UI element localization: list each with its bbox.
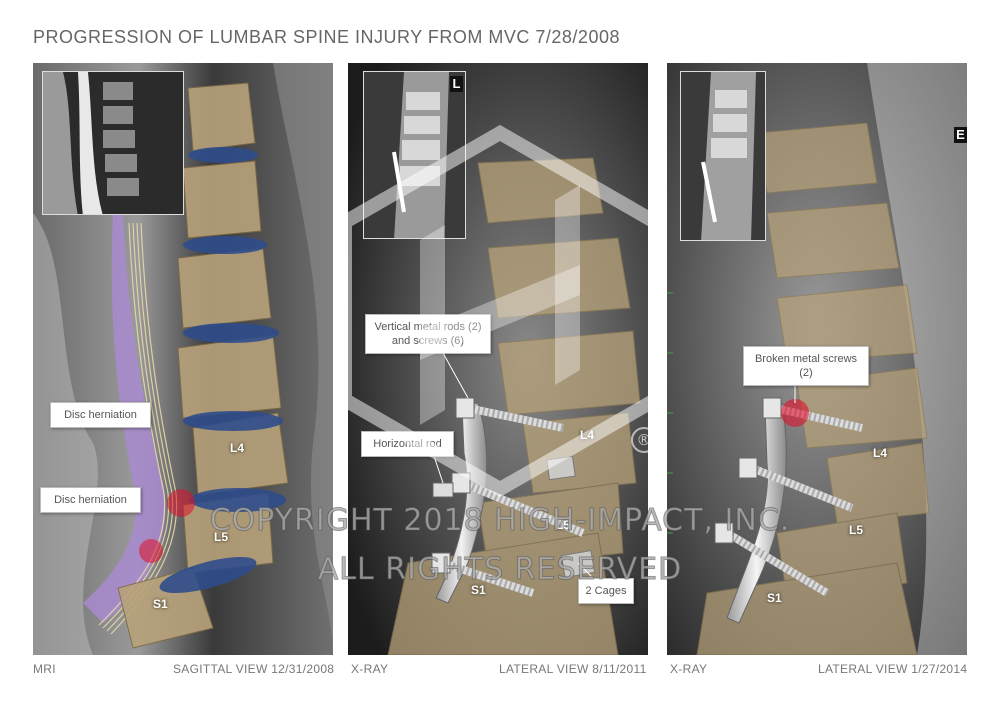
panel3-view: LATERAL VIEW 1/27/2014 xyxy=(818,662,968,676)
panel2-modality: X-RAY xyxy=(351,662,389,676)
vertebra-label-l4: L4 xyxy=(230,441,245,455)
panel1-modality: MRI xyxy=(33,662,56,676)
vertebra-label-l5: L5 xyxy=(214,530,229,544)
vertebra-label-l5: L5 xyxy=(556,518,571,532)
mri-inset-thumbnail xyxy=(42,71,184,215)
broken-screws-callout: Broken metal screws (2) xyxy=(743,346,869,386)
vertebra-label-s1: S1 xyxy=(471,583,486,597)
xray-2014-orientation-letter: E xyxy=(954,127,967,143)
vertical-rods-screws-callout: Vertical metal rods (2) and screws (6) xyxy=(365,314,491,354)
panel3-modality: X-RAY xyxy=(670,662,708,676)
xray-2011-orientation-letter: L xyxy=(450,76,463,92)
xray-2011-panel: L Vertical metal rods (2) and screws (6)… xyxy=(348,63,648,655)
xray-2011-inset-thumbnail xyxy=(363,71,466,239)
page-title: PROGRESSION OF LUMBAR SPINE INJURY FROM … xyxy=(33,27,620,47)
disc-herniation-callout-2: Disc herniation xyxy=(40,487,141,513)
vertebra-label-l4: L4 xyxy=(873,446,888,460)
xray-2014-inset-thumbnail xyxy=(680,71,766,241)
vertebra-label-l4: L4 xyxy=(580,428,595,442)
panel1-view: SAGITTAL VIEW 12/31/2008 xyxy=(173,662,335,676)
disc-herniation-callout-1: Disc herniation xyxy=(50,402,151,428)
vertebra-label-l5: L5 xyxy=(849,523,864,537)
panel2-view: LATERAL VIEW 8/11/2011 xyxy=(499,662,647,676)
vertebra-label-s1: S1 xyxy=(153,597,168,611)
horizontal-rod-callout: Horizontal rod xyxy=(361,431,454,457)
mri-panel: Disc herniation Disc herniation L4 L5 S1 xyxy=(33,63,333,655)
vertebra-label-s1: S1 xyxy=(767,591,782,605)
cages-callout: 2 Cages xyxy=(578,578,634,604)
xray-2014-panel: E Broken metal screws (2) L4 L5 S1 xyxy=(667,63,967,655)
